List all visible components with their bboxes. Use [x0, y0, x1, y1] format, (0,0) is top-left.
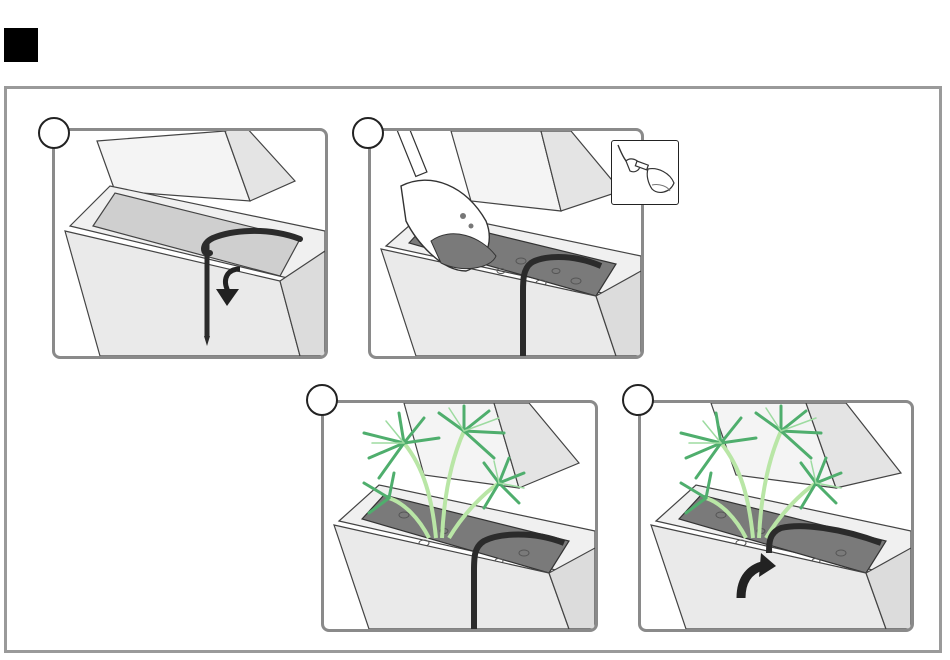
- step-3-panel: [321, 400, 598, 632]
- step-3-marker: [306, 384, 338, 416]
- hand-trowel-inset: [611, 140, 679, 205]
- step-4-panel: [638, 400, 914, 632]
- step-3-illustration: [324, 403, 595, 629]
- step-4-marker: [622, 384, 654, 416]
- step-1-illustration: [55, 131, 325, 356]
- step-1-marker: [38, 117, 70, 149]
- step-2-illustration: [371, 131, 641, 356]
- step-1-panel: [52, 128, 328, 359]
- section-marker-icon: [4, 28, 38, 62]
- step-2-marker: [352, 117, 384, 149]
- step-4-illustration: [641, 403, 911, 629]
- hand-trowel-icon: [612, 141, 678, 204]
- step-2-panel: [368, 128, 644, 359]
